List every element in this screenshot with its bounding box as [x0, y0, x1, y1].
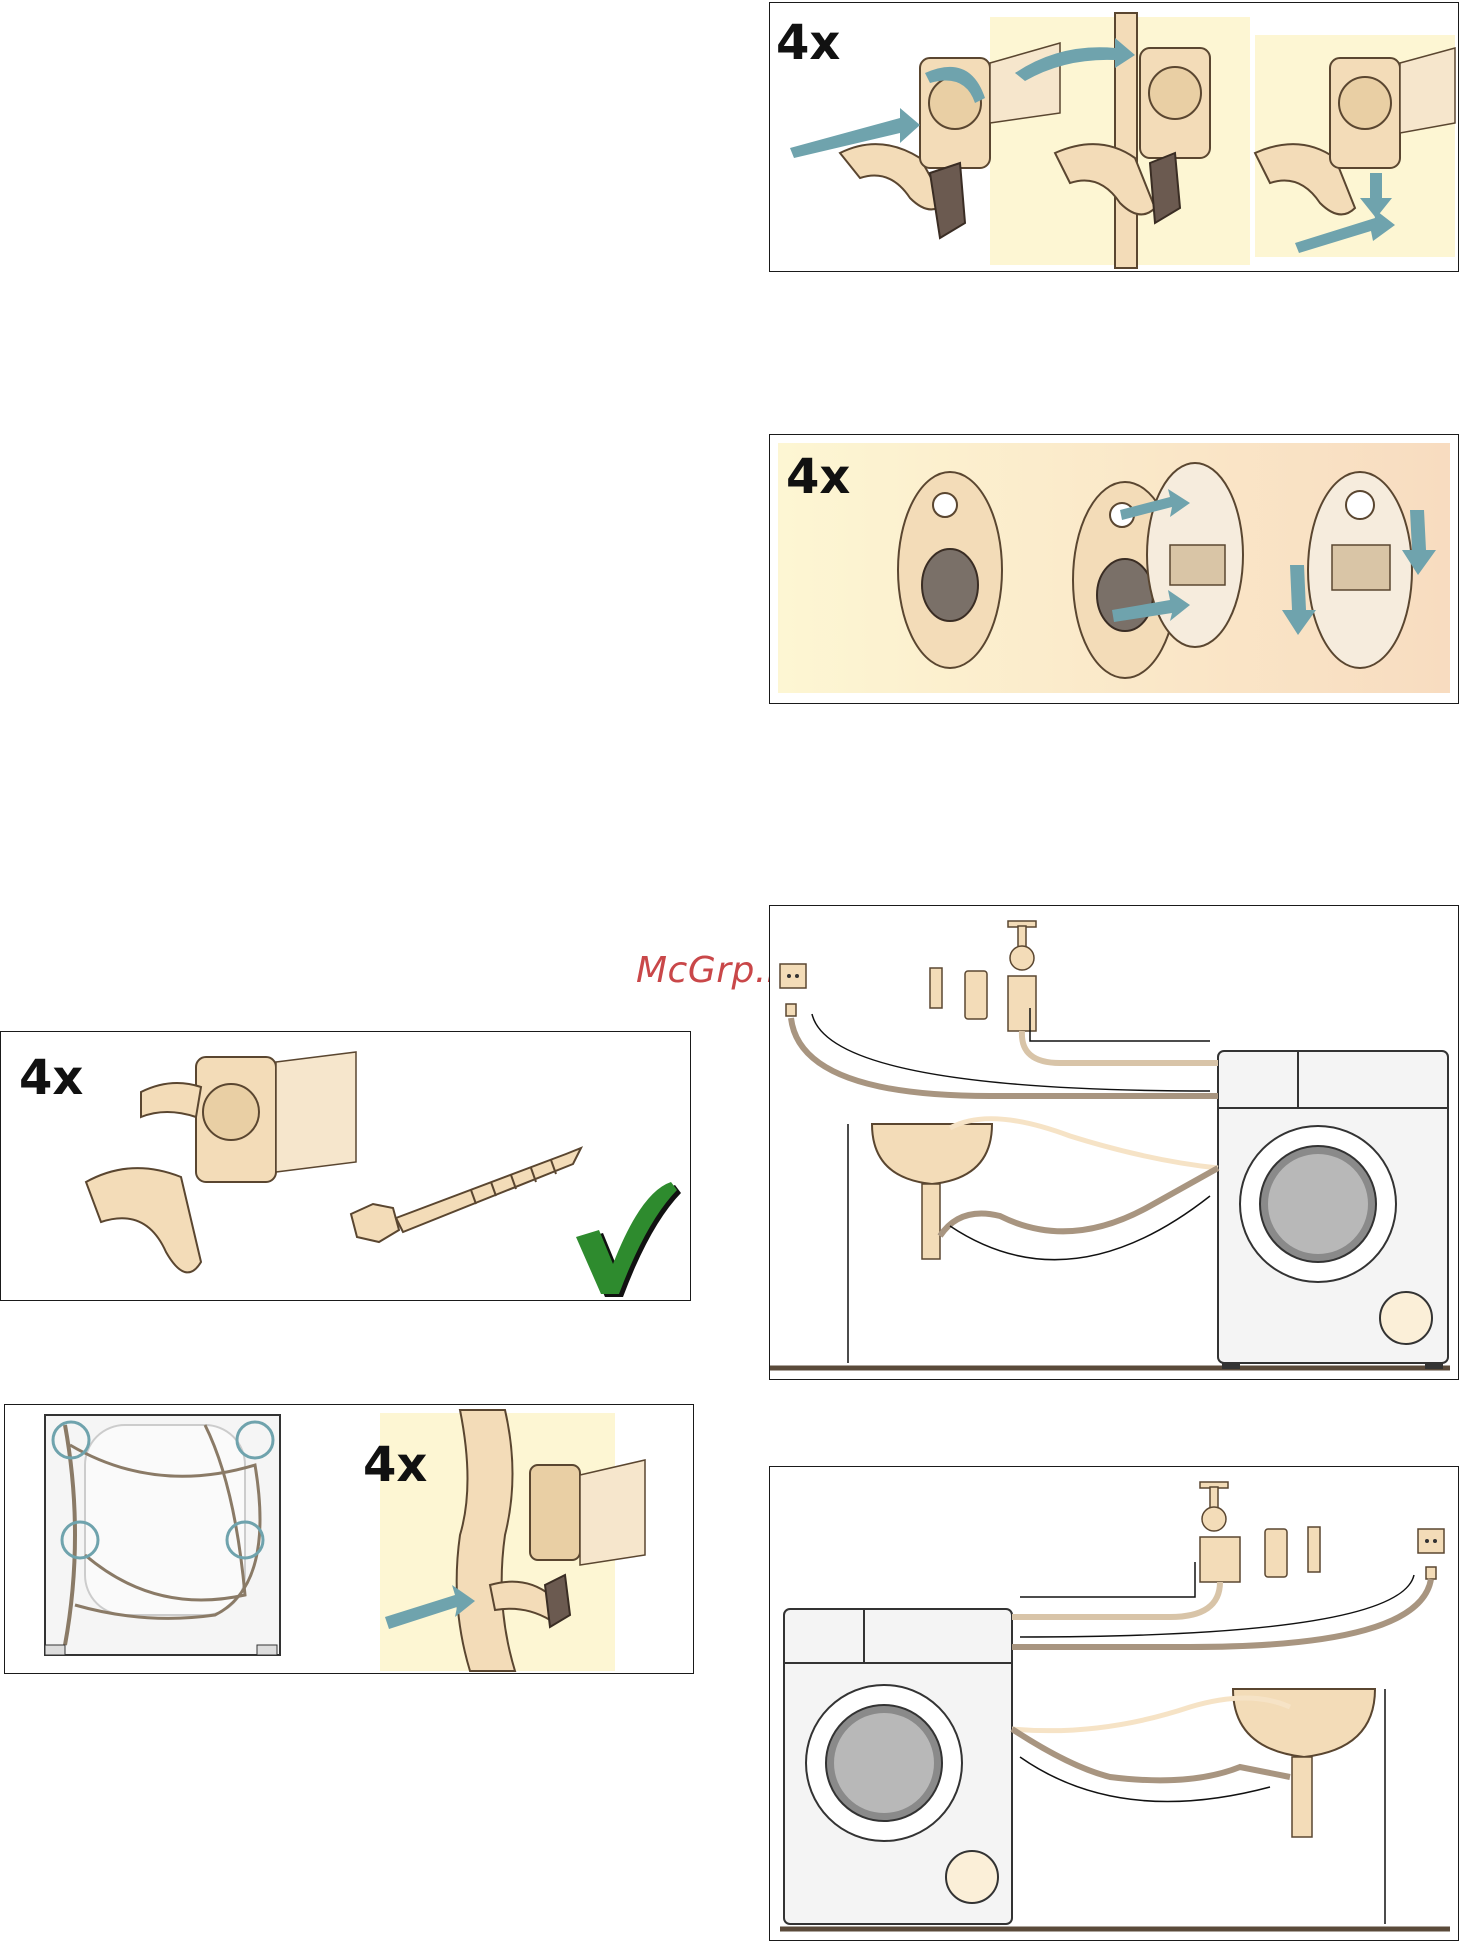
power-socket — [1418, 1529, 1444, 1579]
machine-rear-view — [45, 1415, 280, 1655]
hose-fittings — [930, 968, 987, 1019]
panel-release-hoses: 4x — [4, 1404, 694, 1674]
remove-bolts-illustration — [770, 3, 1459, 272]
transport-screw — [351, 1148, 581, 1242]
keep-parts-illustration — [1, 1032, 691, 1301]
washing-machine — [784, 1609, 1012, 1924]
connection-left-illustration — [770, 1467, 1459, 1941]
panel-insert-covers: 4x — [769, 434, 1459, 704]
release-hoses-illustration — [5, 1405, 694, 1674]
hoses — [791, 1018, 1218, 1236]
quantity-label: 4x — [363, 1441, 427, 1489]
power-socket — [780, 964, 806, 1016]
panel-remove-bolts: 4x — [769, 2, 1459, 272]
checkmark-icon — [576, 1182, 681, 1297]
panel-connection-right — [769, 905, 1459, 1380]
panel-connection-left — [769, 1466, 1459, 1941]
hoses — [1012, 1579, 1431, 1780]
insert-covers-illustration — [770, 435, 1459, 704]
water-tap — [1200, 1482, 1240, 1582]
quantity-label: 4x — [786, 453, 850, 501]
quantity-label: 4x — [776, 19, 840, 67]
connection-right-illustration — [770, 906, 1459, 1380]
sink — [872, 1124, 992, 1259]
cover-plate-step1 — [898, 472, 1002, 668]
bolt-assembly — [86, 1052, 356, 1272]
washing-machine — [1218, 1051, 1448, 1369]
water-tap — [1008, 921, 1036, 1031]
hose-fittings — [1265, 1527, 1320, 1577]
quantity-label: 4x — [19, 1054, 83, 1102]
panel-keep-parts: 4x — [0, 1031, 691, 1301]
sink — [1233, 1689, 1375, 1837]
